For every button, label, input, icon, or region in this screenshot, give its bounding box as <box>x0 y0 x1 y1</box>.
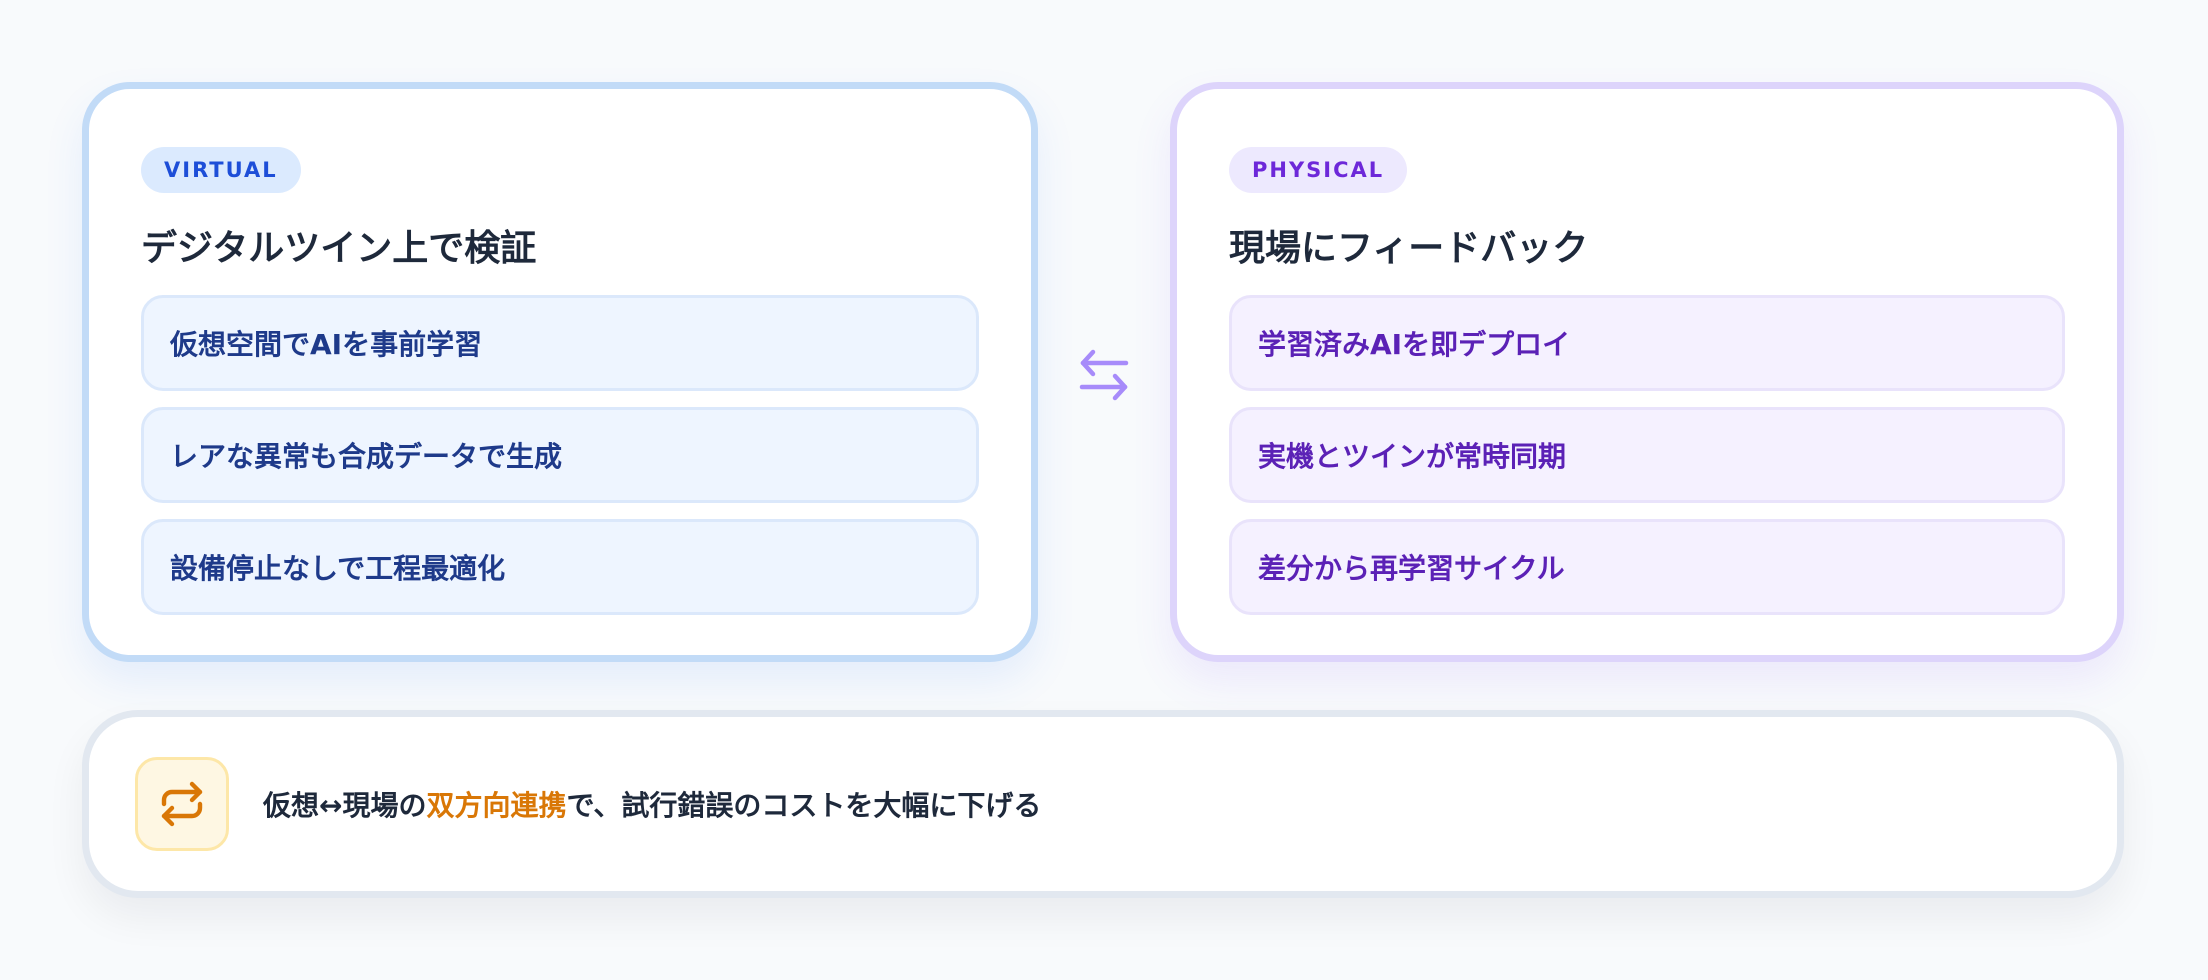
virtual-item: レアな異常も合成データで生成 <box>141 407 979 503</box>
bidirectional-arrows-icon <box>1076 346 1132 402</box>
summary-text: 仮想↔現場の双方向連携で、試行錯誤のコストを大幅に下げる <box>263 784 1041 824</box>
virtual-title: デジタルツイン上で検証 <box>141 228 537 269</box>
summary-text-lead: 仮想↔現場の <box>263 789 427 822</box>
repeat-icon <box>135 757 229 851</box>
physical-card: PHYSICAL 現場にフィードバック 学習済みAIを即デプロイ 実機とツインが… <box>1170 82 2124 662</box>
virtual-item: 設備停止なしで工程最適化 <box>141 519 979 615</box>
physical-title: 現場にフィードバック <box>1229 228 1589 269</box>
physical-item: 差分から再学習サイクル <box>1229 519 2065 615</box>
physical-item: 実機とツインが常時同期 <box>1229 407 2065 503</box>
virtual-item-list: 仮想空間でAIを事前学習 レアな異常も合成データで生成 設備停止なしで工程最適化 <box>141 295 979 615</box>
physical-item-list: 学習済みAIを即デプロイ 実機とツインが常時同期 差分から再学習サイクル <box>1229 295 2065 615</box>
summary-text-tail: で、試行錯誤のコストを大幅に下げる <box>566 789 1042 822</box>
virtual-tag: VIRTUAL <box>141 147 301 193</box>
virtual-card: VIRTUAL デジタルツイン上で検証 仮想空間でAIを事前学習 レアな異常も合… <box>82 82 1038 662</box>
virtual-item: 仮想空間でAIを事前学習 <box>141 295 979 391</box>
physical-tag: PHYSICAL <box>1229 147 1408 193</box>
summary-text-highlight: 双方向連携 <box>426 789 567 822</box>
physical-item: 学習済みAIを即デプロイ <box>1229 295 2065 391</box>
summary-banner: 仮想↔現場の双方向連携で、試行錯誤のコストを大幅に下げる <box>82 710 2124 898</box>
